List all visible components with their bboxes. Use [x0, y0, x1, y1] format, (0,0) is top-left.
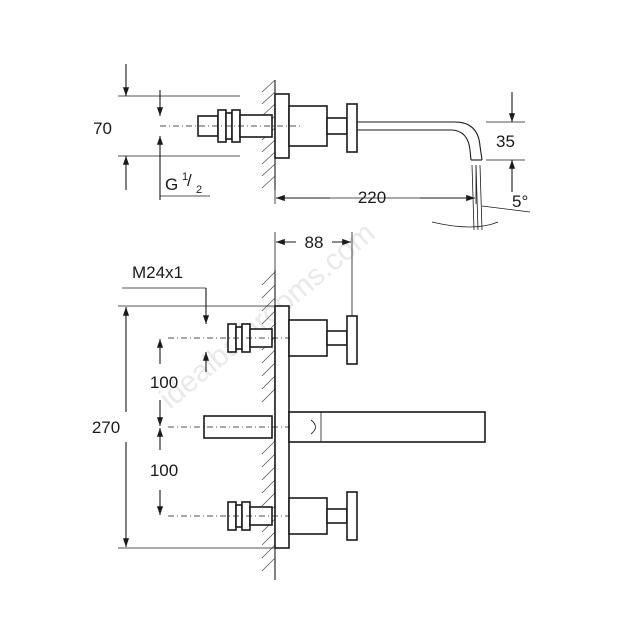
dim88-label: 88 — [305, 233, 324, 252]
dim100-lower-label: 100 — [150, 461, 178, 480]
spout-aerator-mark — [310, 419, 316, 435]
side-stem — [326, 117, 348, 135]
spout-body — [288, 411, 486, 443]
thread-g-sub: 2 — [196, 184, 202, 196]
dim270-label: 270 — [92, 418, 120, 437]
lower-escutcheon — [288, 497, 328, 535]
side-handle — [346, 103, 358, 153]
lower-handle — [346, 491, 358, 541]
dim100-upper-label: 100 — [150, 373, 178, 392]
thread-g-label: G — [165, 175, 178, 194]
thread-g-sup: 1 — [182, 171, 188, 183]
dim70-label: 70 — [93, 119, 112, 138]
upper-stem — [326, 330, 348, 346]
side-spout-top — [357, 121, 483, 161]
dim35-label: 35 — [496, 132, 515, 151]
upper-escutcheon — [288, 319, 328, 357]
upper-handle — [346, 315, 358, 365]
front-view: 88 M24x1 270 100 100 — [92, 232, 486, 580]
front-wall-hatch — [261, 271, 276, 572]
dim220-label: 220 — [358, 188, 386, 207]
angle-label: 5° — [512, 192, 528, 211]
lower-stem — [326, 508, 348, 524]
side-view: 70 G 1 / 2 220 35 5° — [93, 64, 531, 231]
thread-g-slash: / — [187, 171, 192, 190]
m24-label: M24x1 — [132, 263, 183, 282]
angle-arc — [431, 221, 499, 228]
side-spout-bottom — [357, 129, 472, 161]
angle-leader — [481, 205, 531, 213]
